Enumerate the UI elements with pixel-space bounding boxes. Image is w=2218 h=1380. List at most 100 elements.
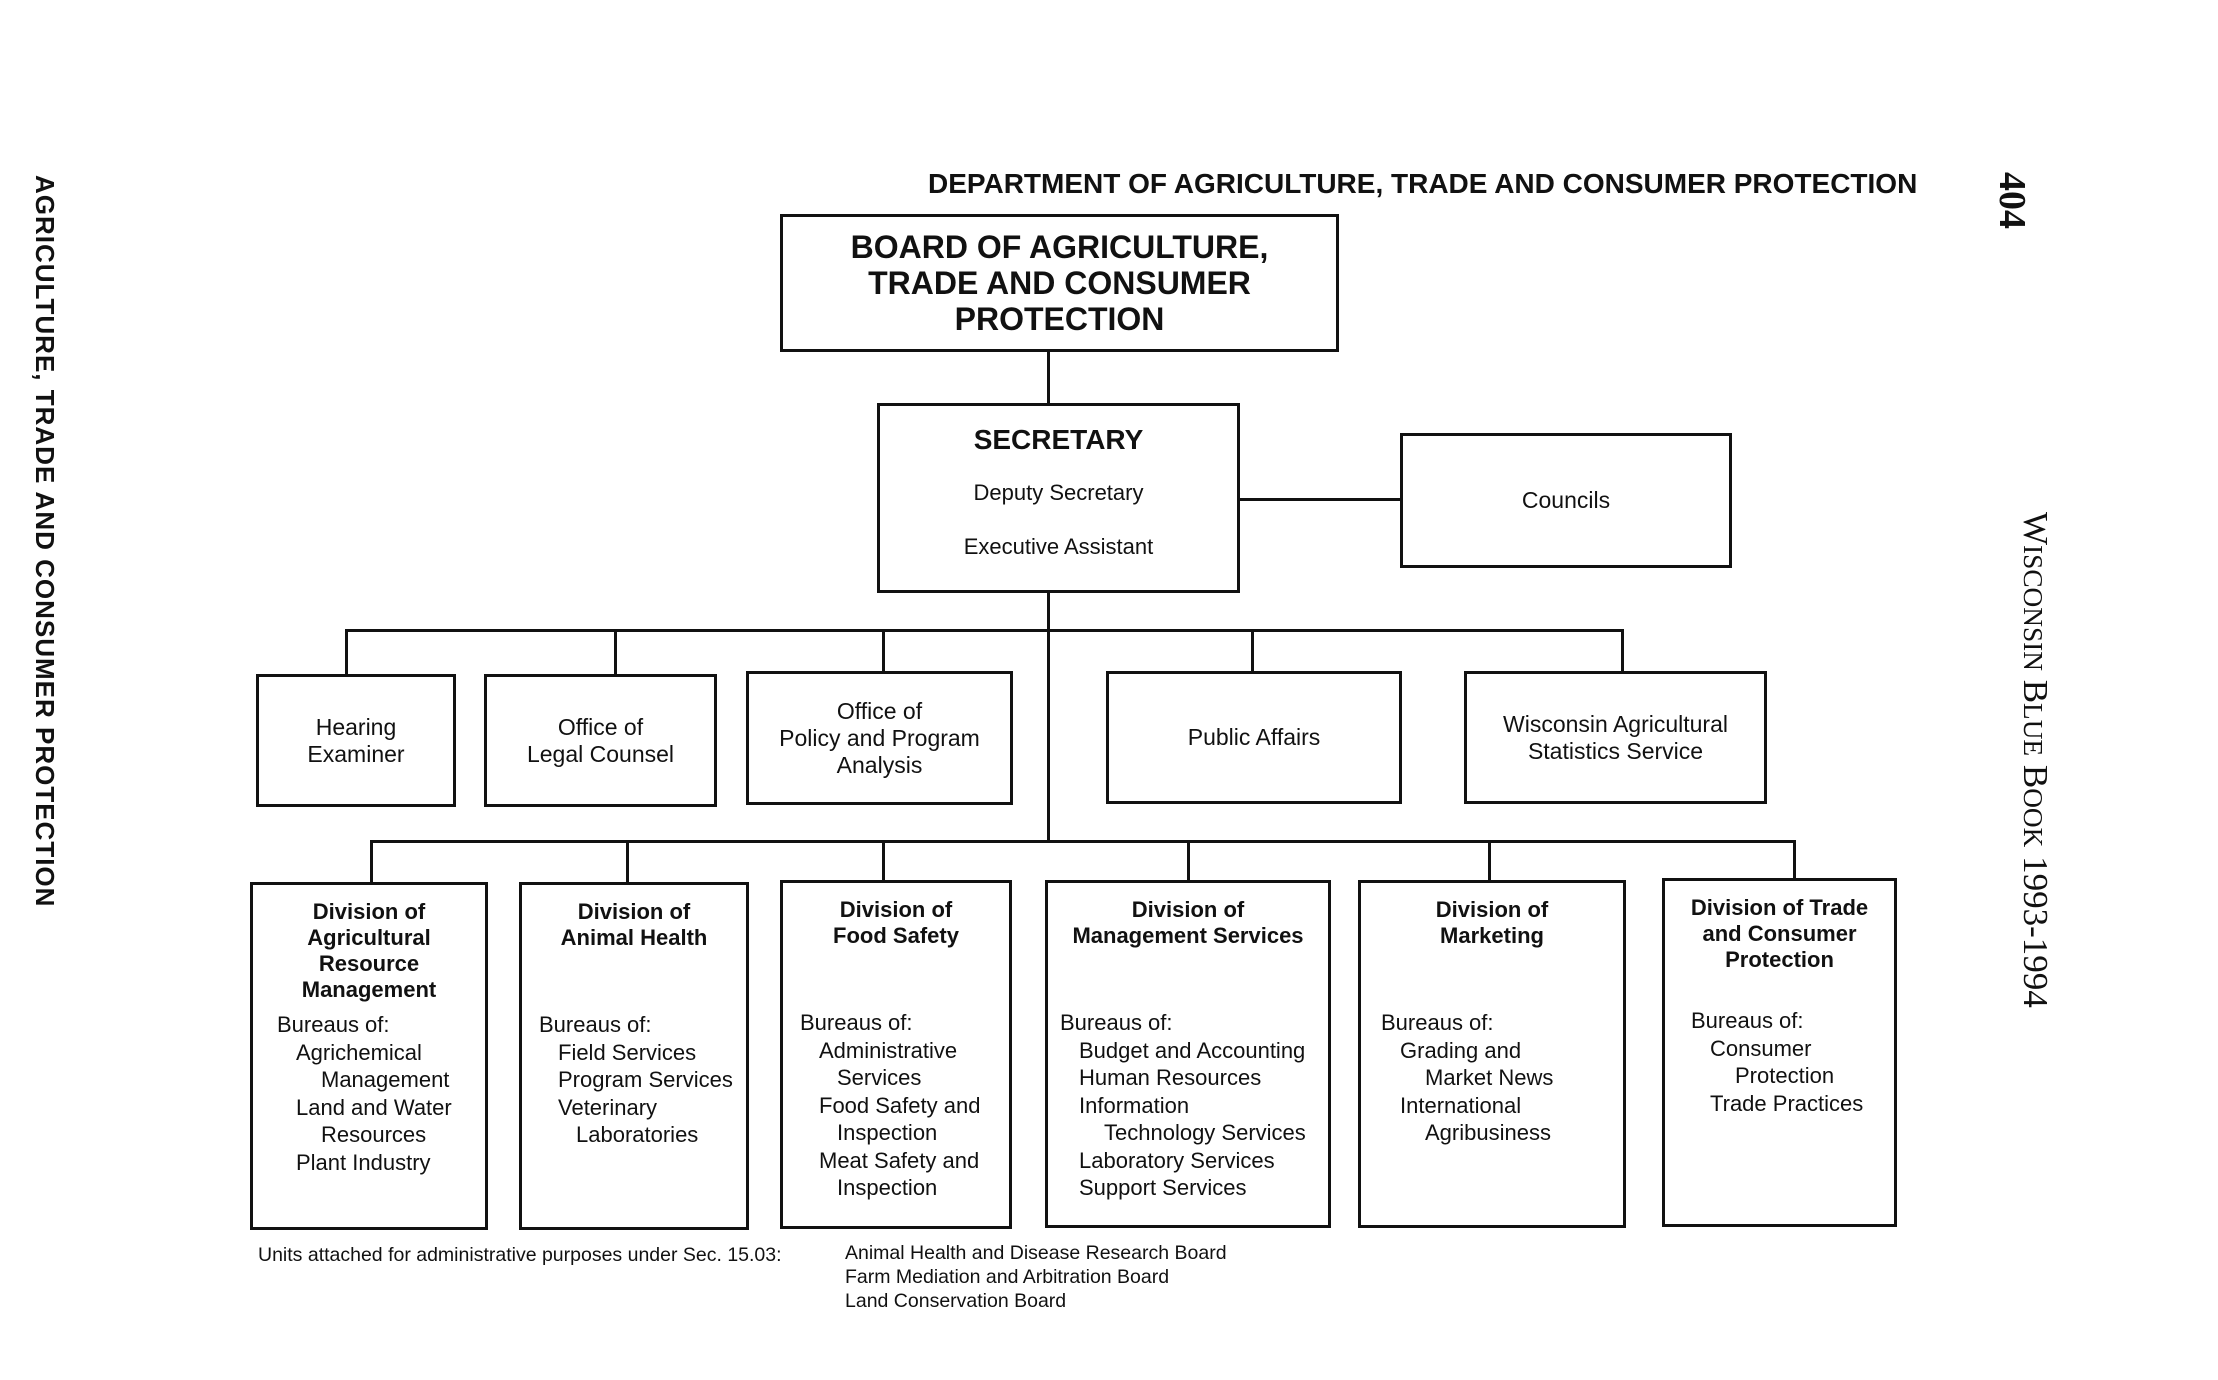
division-title-line: Agricultural — [307, 925, 431, 950]
attached-unit: Land Conservation Board — [845, 1290, 1067, 1312]
connector-board-secretary — [1047, 352, 1050, 405]
bureau-list: Bureaus of: Administrative Services Food… — [783, 1009, 1009, 1202]
division-title-line: Resource — [318, 951, 420, 976]
councils-box: Councils — [1400, 433, 1732, 568]
bureau-item: Plant Industry — [296, 1149, 431, 1175]
division-title-line: and Consumer — [1702, 921, 1857, 946]
office-public-affairs: Public Affairs — [1106, 671, 1402, 804]
bureau-item: Agribusiness — [1425, 1120, 1551, 1145]
bureau-item: Field Services — [558, 1039, 697, 1065]
office-hearing-examiner: Hearing Examiner — [256, 674, 456, 807]
division-animal-health: Division of Animal Health Bureaus of: Fi… — [519, 882, 749, 1230]
bureau-item: Grading and — [1400, 1037, 1522, 1063]
bureau-list: Bureaus of: Consumer Protection Trade Pr… — [1665, 1007, 1894, 1117]
bureau-item: Food Safety and — [819, 1092, 981, 1118]
bureau-item: Inspection — [837, 1175, 938, 1200]
deputy-secretary: Deputy Secretary — [973, 480, 1144, 505]
connector-secretary-councils — [1238, 498, 1402, 501]
bureau-item: Budget and Accounting — [1079, 1037, 1306, 1063]
division-management-services: Division of Management Services Bureaus … — [1045, 880, 1331, 1228]
attached-units-label: Units attached for administrative purpos… — [258, 1244, 782, 1266]
office-label-line: Office of — [557, 713, 644, 740]
bureau-item: Protection — [1735, 1063, 1835, 1088]
connector-divisions-bar — [370, 840, 1796, 843]
bureau-item: Market News — [1425, 1065, 1554, 1090]
office-legal-counsel: Office of Legal Counsel — [484, 674, 717, 807]
division-title-line: Division of — [839, 897, 953, 922]
office-label-line: Hearing — [315, 713, 397, 740]
bureau-item: Laboratories — [576, 1122, 699, 1147]
bureau-item: Support Services — [1079, 1175, 1247, 1200]
bureaus-header: Bureaus of: — [1381, 1010, 1494, 1035]
division-title-line: Food Safety — [833, 923, 959, 948]
division-title-line: Division of Trade — [1690, 895, 1869, 920]
bureau-item: Resources — [321, 1122, 427, 1147]
attached-units-list: Animal Health and Disease Research Board… — [845, 1241, 1227, 1313]
connector-division-1 — [370, 840, 373, 884]
connector-division-3 — [882, 840, 885, 882]
division-title-line: Management — [301, 977, 437, 1002]
office-policy-program-analysis: Office of Policy and Program Analysis — [746, 671, 1013, 805]
bureau-item: Laboratory Services — [1079, 1147, 1275, 1173]
connector-office-4 — [1251, 629, 1254, 671]
office-label-line: Examiner — [307, 740, 405, 767]
office-label-line: Public Affairs — [1187, 724, 1321, 750]
page-number: 404 — [1991, 172, 2033, 229]
bureaus-header: Bureaus of: — [539, 1012, 652, 1037]
office-label-line: Statistics Service — [1527, 737, 1704, 764]
division-title-line: Marketing — [1440, 923, 1544, 948]
office-label-line: Wisconsin Agricultural — [1503, 710, 1728, 737]
office-label-line: Policy and Program — [779, 724, 980, 751]
bureau-list: Bureaus of: Field Services Program Servi… — [522, 1011, 746, 1149]
board-box: BOARD OF AGRICULTURE, TRADE AND CONSUMER… — [780, 214, 1339, 352]
bureau-item: Inspection — [837, 1120, 938, 1145]
connector-office-1 — [345, 629, 348, 674]
division-marketing: Division of Marketing Bureaus of: Gradin… — [1358, 880, 1626, 1228]
division-agricultural-resource-management: Division of Agricultural Resource Manage… — [250, 882, 488, 1230]
bureau-list: Bureaus of: Budget and Accounting Human … — [1048, 1009, 1328, 1202]
division-food-safety: Division of Food Safety Bureaus of: Admi… — [780, 880, 1012, 1229]
connector-division-6 — [1793, 840, 1796, 880]
division-title-line: Division of — [1435, 897, 1549, 922]
bureaus-header: Bureaus of: — [1691, 1008, 1804, 1033]
division-title-line: Protection — [1725, 947, 1834, 972]
connector-office-3 — [882, 629, 885, 671]
bureau-item: Administrative — [819, 1037, 958, 1063]
bureau-item: Management — [321, 1067, 450, 1092]
connector-office-5 — [1621, 629, 1624, 671]
executive-assistant: Executive Assistant — [963, 534, 1154, 559]
bureau-item: Agrichemical — [296, 1039, 422, 1065]
division-title-line: Division of — [577, 899, 691, 924]
bureau-item: Meat Safety and — [819, 1147, 980, 1173]
board-line-2: TRADE AND CONSUMER — [868, 265, 1251, 301]
board-line-3: PROTECTION — [954, 301, 1165, 337]
department-title: DEPARTMENT OF AGRICULTURE, TRADE AND CON… — [928, 168, 1918, 199]
bureau-item: Technology Services — [1104, 1120, 1306, 1145]
connector-division-4 — [1187, 840, 1190, 882]
office-label-line: Analysis — [836, 751, 923, 778]
division-trade-consumer-protection: Division of Trade and Consumer Protectio… — [1662, 878, 1897, 1227]
bureaus-header: Bureaus of: — [800, 1010, 913, 1035]
attached-unit: Farm Mediation and Arbitration Board — [845, 1266, 1170, 1288]
side-section-title: AGRICULTURE, TRADE AND CONSUMER PROTECTI… — [30, 175, 60, 908]
bureau-list: Bureaus of: Agrichemical Management Land… — [253, 1011, 485, 1176]
bureaus-header: Bureaus of: — [277, 1012, 390, 1037]
bureau-item: Services — [837, 1065, 922, 1090]
bureau-item: Information — [1079, 1092, 1190, 1118]
bureau-item: Program Services — [558, 1067, 733, 1092]
publication-title: WISCONSIN BLUE BOOK 1993-1994 — [2016, 512, 2055, 1008]
connector-office-2 — [614, 629, 617, 674]
connector-division-5 — [1488, 840, 1491, 882]
bureau-item: Veterinary — [558, 1094, 658, 1120]
office-wisconsin-agricultural-statistics: Wisconsin Agricultural Statistics Servic… — [1464, 671, 1767, 804]
board-line-1: BOARD OF AGRICULTURE, — [850, 229, 1269, 265]
bureau-item: Consumer — [1710, 1035, 1812, 1061]
bureau-list: Bureaus of: Grading and Market News Inte… — [1361, 1009, 1623, 1147]
division-title-line: Division of — [1131, 897, 1245, 922]
bureau-item: Human Resources — [1079, 1065, 1262, 1090]
connector-division-2 — [626, 840, 629, 884]
bureau-item: Trade Practices — [1710, 1090, 1864, 1116]
bureaus-header: Bureaus of: — [1060, 1010, 1173, 1035]
attached-unit: Animal Health and Disease Research Board — [845, 1242, 1227, 1264]
secretary-title: SECRETARY — [973, 424, 1144, 455]
